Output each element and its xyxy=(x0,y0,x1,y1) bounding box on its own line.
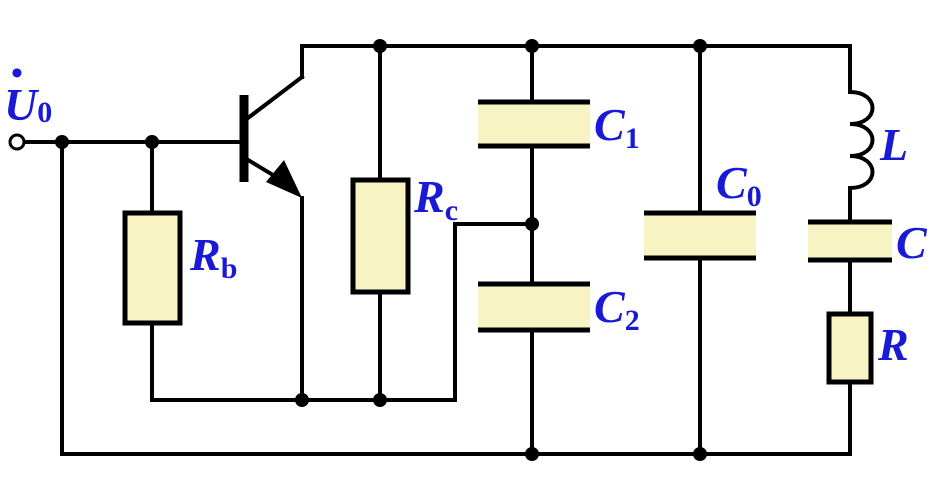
label-rb: Rb xyxy=(189,229,237,285)
capacitor-c xyxy=(808,219,892,263)
emitter-arrow xyxy=(266,160,302,198)
label-u0: U0 xyxy=(4,79,52,130)
label-rc: Rc xyxy=(413,171,458,227)
transistor-collector xyxy=(245,74,305,121)
resistor-rc xyxy=(350,177,411,295)
resistor-rb xyxy=(122,210,183,326)
label-u0-dot: • xyxy=(11,55,23,92)
wires xyxy=(22,44,852,456)
input-terminal xyxy=(8,133,26,151)
resistor-r xyxy=(826,311,874,385)
capacitor-c1 xyxy=(478,99,590,149)
capacitor-c2 xyxy=(478,281,590,333)
label-c0: C0 xyxy=(716,157,762,213)
capacitor-c0 xyxy=(644,210,756,261)
label-c: C xyxy=(896,217,928,268)
label-c1: C1 xyxy=(594,99,640,155)
junction-dots xyxy=(55,39,707,461)
transistor-symbol xyxy=(239,74,305,198)
label-r: R xyxy=(877,319,909,370)
label-l: L xyxy=(879,119,908,170)
label-c2: C2 xyxy=(594,281,640,337)
inductor-l xyxy=(849,90,875,190)
